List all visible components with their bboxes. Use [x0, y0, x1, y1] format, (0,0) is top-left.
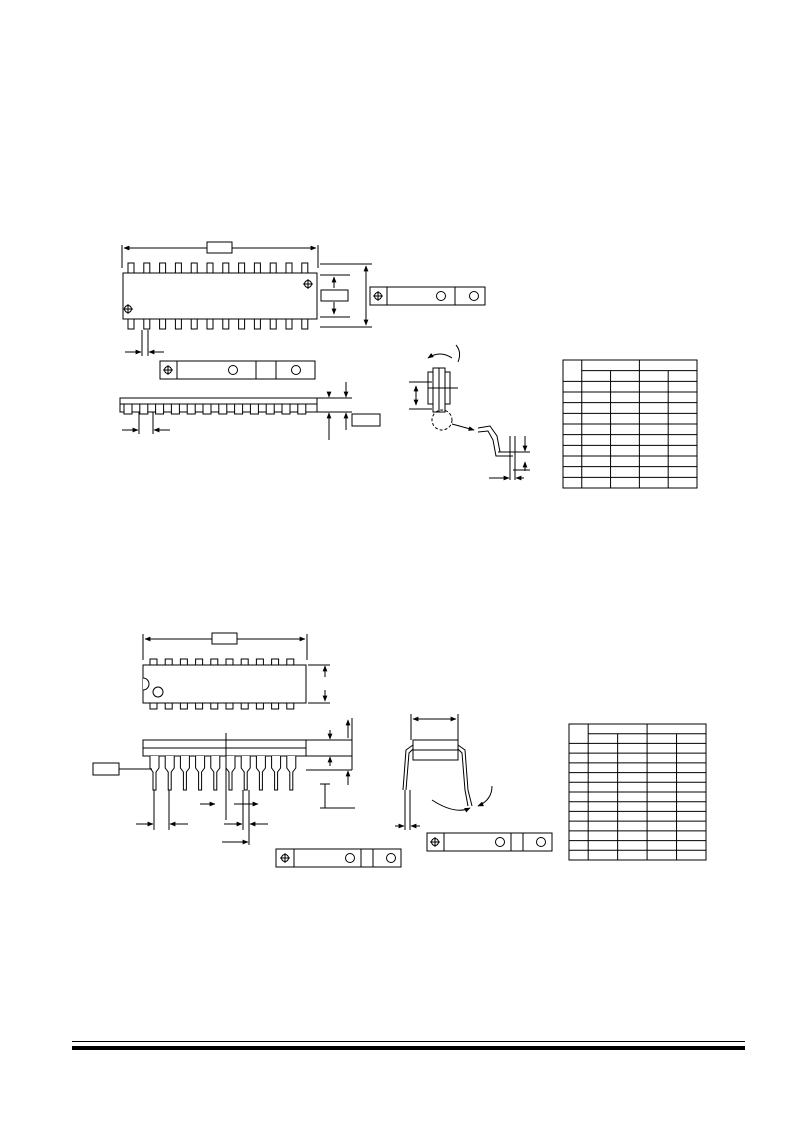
pkg2-lead-top — [195, 658, 204, 666]
pkg1-lead-bottom — [174, 318, 182, 330]
pkg1-lead-top — [253, 262, 261, 274]
package-2-drawing — [92, 632, 707, 868]
pkg2-lead-bottom — [195, 702, 204, 710]
pkg1-lead-top — [285, 262, 293, 274]
pkg1-pin1-mark — [123, 304, 133, 314]
pkg1-lead-bottom — [238, 318, 246, 330]
pkg2-dimension-table — [568, 723, 707, 861]
pkg1-lead-bottom — [301, 318, 309, 330]
pkg1-side-view — [119, 382, 381, 440]
pkg2-lead-top — [179, 658, 188, 666]
pkg1-lead-bottom — [285, 318, 293, 330]
pkg2-side-lead — [271, 756, 282, 791]
pkg1-lead-bottom — [127, 318, 135, 330]
pkg1-lead-top — [206, 262, 214, 274]
pkg1-lead-bottom — [222, 318, 230, 330]
pkg2-end-view — [395, 714, 493, 830]
pkg1-lead-top — [301, 262, 309, 274]
pkg2-lead-bottom — [179, 702, 188, 710]
pkg1-lead-top — [127, 262, 135, 274]
pkg1-side-lead — [218, 403, 228, 415]
pkg2-side-lead — [210, 756, 221, 791]
pkg2-side-lead — [225, 756, 236, 791]
pkg1-lead-bottom — [253, 318, 261, 330]
pkg1-side-lead — [249, 403, 259, 415]
pkg2-fcf-left — [275, 848, 402, 868]
pkg1-dimension-table — [562, 359, 698, 489]
pkg1-lead-bottom — [190, 318, 198, 330]
pkg2-lead-bottom — [271, 702, 280, 710]
pkg1-side-lead — [281, 403, 291, 415]
pkg1-top-view — [121, 241, 372, 356]
pkg1-lead-bottom — [143, 318, 151, 330]
pkg1-lead-top — [222, 262, 230, 274]
pkg2-lead-top — [210, 658, 219, 666]
pkg2-lead-bottom — [210, 702, 219, 710]
pkg2-lead-top — [255, 658, 264, 666]
pkg2-side-lead — [164, 756, 175, 791]
pkg1-lead-bottom — [206, 318, 214, 330]
pkg1-lead-top — [143, 262, 151, 274]
pkg2-side-lead — [149, 756, 160, 791]
pkg1-lead-top — [190, 262, 198, 274]
pkg2-lead-top — [225, 658, 234, 666]
pkg2-lead-top — [286, 658, 295, 666]
pkg2-lead-bottom — [240, 702, 249, 710]
pkg1-side-lead — [186, 403, 196, 415]
pkg1-fcf-left — [159, 360, 316, 380]
package-1-drawing — [119, 241, 698, 489]
pkg1-side-lead — [202, 403, 212, 415]
pkg2-top-view — [142, 632, 330, 710]
pkg2-lead-top — [164, 658, 173, 666]
pkg2-side-lead — [179, 756, 190, 791]
pkg2-side-lead — [195, 756, 206, 791]
pkg2-lead-bottom — [149, 702, 158, 710]
pkg2-lead-bottom — [225, 702, 234, 710]
pkg1-datum-mark — [303, 279, 313, 289]
pkg1-side-lead — [155, 403, 165, 415]
pkg2-lead-bottom — [286, 702, 295, 710]
footer-rule-thin — [72, 1041, 745, 1042]
pkg1-lead-top — [238, 262, 246, 274]
pkg2-side-lead — [240, 756, 251, 791]
pkg1-side-lead — [234, 403, 244, 415]
pkg1-side-lead — [139, 403, 149, 415]
pkg2-lead-top — [149, 658, 158, 666]
pkg1-lead-top — [174, 262, 182, 274]
pkg1-side-lead — [297, 403, 307, 415]
pkg2-pin1-dot — [152, 686, 164, 698]
pkg2-fcf-right — [426, 832, 553, 852]
pkg1-lead-bottom — [269, 318, 277, 330]
pkg1-side-lead — [170, 403, 180, 415]
pkg2-lead-top — [240, 658, 249, 666]
pkg1-side-lead — [123, 403, 133, 415]
pkg1-lead-top — [269, 262, 277, 274]
pkg1-side-lead — [265, 403, 275, 415]
pkg2-side-lead — [286, 756, 297, 791]
pkg2-lead-bottom — [255, 702, 264, 710]
pkg2-side-lead — [255, 756, 266, 791]
pkg1-end-view — [409, 344, 530, 481]
pkg1-fcf-right — [369, 286, 486, 306]
pkg2-lead-top — [271, 658, 280, 666]
pkg1-lead-top — [159, 262, 167, 274]
pkg2-lead-bottom — [164, 702, 173, 710]
pkg1-lead-bottom — [159, 318, 167, 330]
footer-rule-thick — [72, 1046, 745, 1050]
pkg2-side-view — [92, 718, 355, 845]
